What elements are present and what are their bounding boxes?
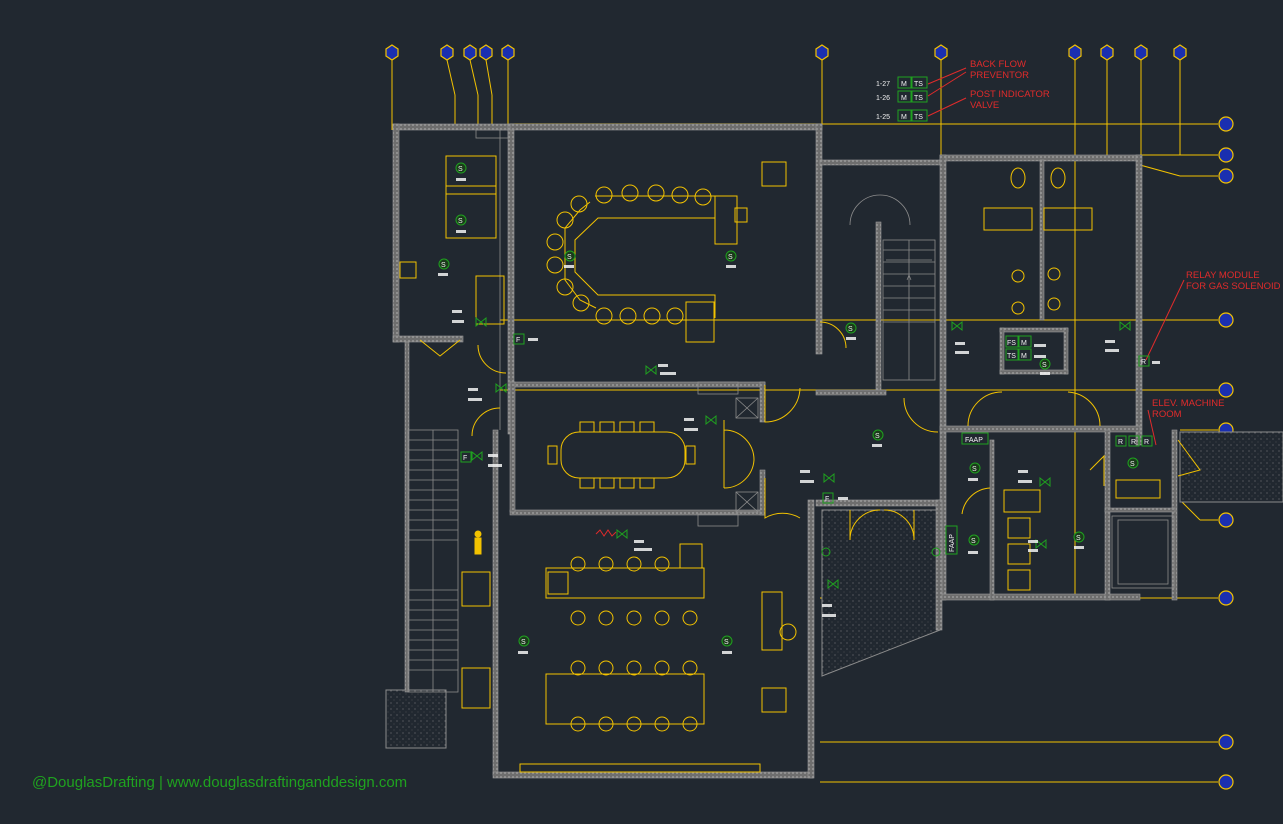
smoke-detector-s: S: [971, 538, 976, 545]
hatched-areas: [385, 431, 1283, 749]
walls: [392, 123, 1178, 779]
relay-module-r: R: [1131, 439, 1136, 446]
annotation-back-flow: BACK FLOW: [970, 59, 1026, 70]
annotation-valve: VALVE: [970, 100, 999, 111]
relay-module-r: R: [1144, 439, 1149, 446]
tamper-switch-ts: TS: [1007, 353, 1016, 360]
monitor-module-2: M: [901, 95, 907, 102]
riser-tag-1: 1-27: [876, 81, 890, 88]
annotation-leaders: [595, 67, 1185, 537]
annotation-text: BACK FLOW PREVENTOR POST INDICATOR VALVE…: [970, 59, 1281, 420]
grid-bubbles: [385, 44, 1234, 790]
tamper-switch-3: TS: [914, 114, 923, 121]
tamper-switch-1: TS: [914, 81, 923, 88]
annotation-post-indicator: POST INDICATOR: [970, 89, 1050, 100]
flow-switch-fs: FS: [1007, 340, 1016, 347]
architecture-lines: [407, 129, 1175, 693]
smoke-detector-s: S: [567, 254, 572, 261]
annotation-gas-solenoid: FOR GAS SOLENOID: [1186, 281, 1281, 292]
riser-tags: 1-27 1-26 1-25 M TS M TS M TS: [876, 76, 928, 122]
faap-panel: FAAP: [965, 437, 983, 444]
device-number-tags: [438, 178, 1160, 654]
fire-alarm-devices: S S S S S S S S S S S S S S: [438, 162, 1153, 647]
smoke-detector-s: S: [1130, 461, 1135, 468]
grid-lines: [391, 59, 1218, 783]
annotation-room: ROOM: [1152, 409, 1182, 420]
smoke-detector-s: S: [521, 639, 526, 646]
pull-station-f: F: [516, 337, 520, 344]
smoke-detector-s: S: [441, 262, 446, 269]
pull-station-f: F: [825, 496, 829, 503]
relay-module-r: R: [1118, 439, 1123, 446]
smoke-detector-s: S: [724, 639, 729, 646]
watermark-text: @DouglasDrafting | www.douglasdraftingan…: [32, 774, 408, 791]
tamper-switch-2: TS: [914, 95, 923, 102]
furniture: [399, 155, 1161, 773]
stair-markers: [886, 259, 932, 281]
doors: [419, 321, 1201, 541]
annotation-preventor: PREVENTOR: [970, 70, 1029, 81]
riser-tag-3: 1-25: [876, 114, 890, 121]
smoke-detector-s: S: [458, 218, 463, 225]
riser-tag-2: 1-26: [876, 95, 890, 102]
faap-panel-vertical: FAAP: [949, 534, 956, 552]
smoke-detector-s: S: [875, 433, 880, 440]
relay-module-r: R: [1141, 359, 1146, 366]
monitor-module-m: M: [1021, 340, 1027, 347]
annotation-elev-machine: ELEV. MACHINE: [1152, 398, 1225, 409]
smoke-detector-s: S: [1042, 362, 1047, 369]
smoke-detector-s: S: [848, 326, 853, 333]
smoke-detector-s: S: [728, 254, 733, 261]
monitor-module-3: M: [901, 114, 907, 121]
monitor-module-1: M: [901, 81, 907, 88]
annotation-relay-module: RELAY MODULE: [1186, 270, 1260, 281]
smoke-detector-s: S: [1076, 535, 1081, 542]
smoke-detector-s: S: [972, 466, 977, 473]
smoke-detector-s: S: [458, 166, 463, 173]
pull-station-f: F: [463, 455, 467, 462]
monitor-module-m: M: [1021, 353, 1027, 360]
